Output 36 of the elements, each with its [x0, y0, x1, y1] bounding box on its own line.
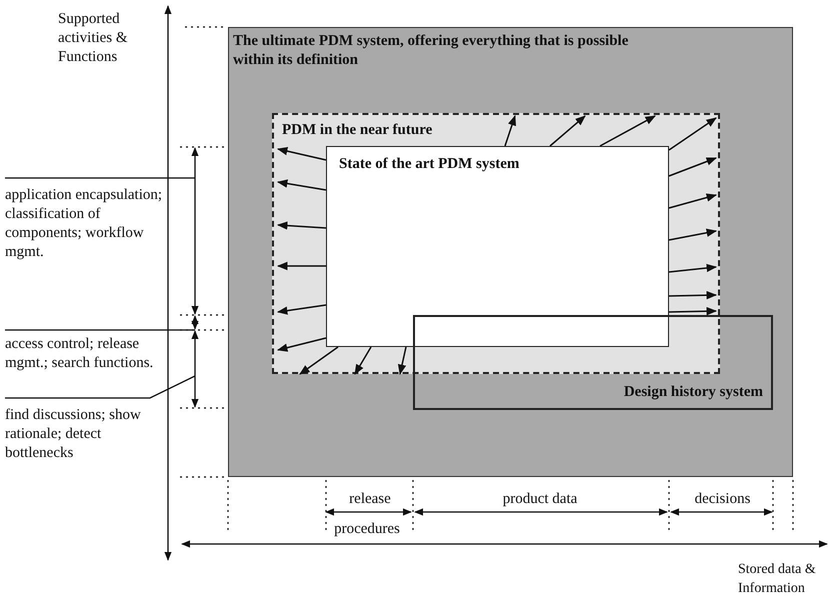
- dimension-text: release: [348, 490, 392, 509]
- arrow: [276, 304, 326, 315]
- arrow: [668, 264, 718, 273]
- arrow: [668, 291, 718, 300]
- arrow: [668, 228, 718, 241]
- box-title: Design history system: [622, 383, 763, 402]
- arrow: [668, 193, 717, 209]
- arrow: [668, 307, 718, 316]
- arrow: [299, 346, 338, 375]
- function-group-text: find discussions; show rationale; detect bottlenecks: [5, 406, 142, 463]
- box-title: State of the art PDM system: [339, 155, 520, 174]
- axis-title: Stored data & Information: [738, 561, 817, 598]
- function-group-text: application encapsulation; classification of components; workflow mgmt.: [5, 186, 164, 262]
- arrow: [600, 115, 656, 147]
- arrow: [668, 117, 717, 151]
- arrow: [276, 262, 326, 270]
- arrow: [276, 147, 326, 161]
- box-title: The ultimate PDM system, offering everything that is possible within its definition: [233, 32, 630, 70]
- arrow: [276, 337, 326, 352]
- arrow: [668, 157, 717, 177]
- arrow: [354, 346, 372, 375]
- arrow: [504, 115, 516, 146]
- arrow: [276, 179, 326, 191]
- dashed-boundary-box: [272, 113, 720, 374]
- arrow: [276, 221, 326, 230]
- arrow: [550, 115, 586, 147]
- arrow: [398, 346, 407, 376]
- function-group-text: access control; release mgmt.; search functions.: [5, 335, 154, 373]
- overlapping-system-box: [413, 315, 773, 410]
- dimension-text: product data: [502, 490, 578, 509]
- dimension-text: decisions: [694, 490, 752, 509]
- inner-system-box: [326, 146, 669, 347]
- axis-title: Supported activities & Functions: [58, 10, 129, 67]
- box-title: PDM in the near future: [282, 121, 434, 140]
- dimension-text: procedures: [333, 520, 401, 539]
- outer-system-box: [228, 27, 793, 477]
